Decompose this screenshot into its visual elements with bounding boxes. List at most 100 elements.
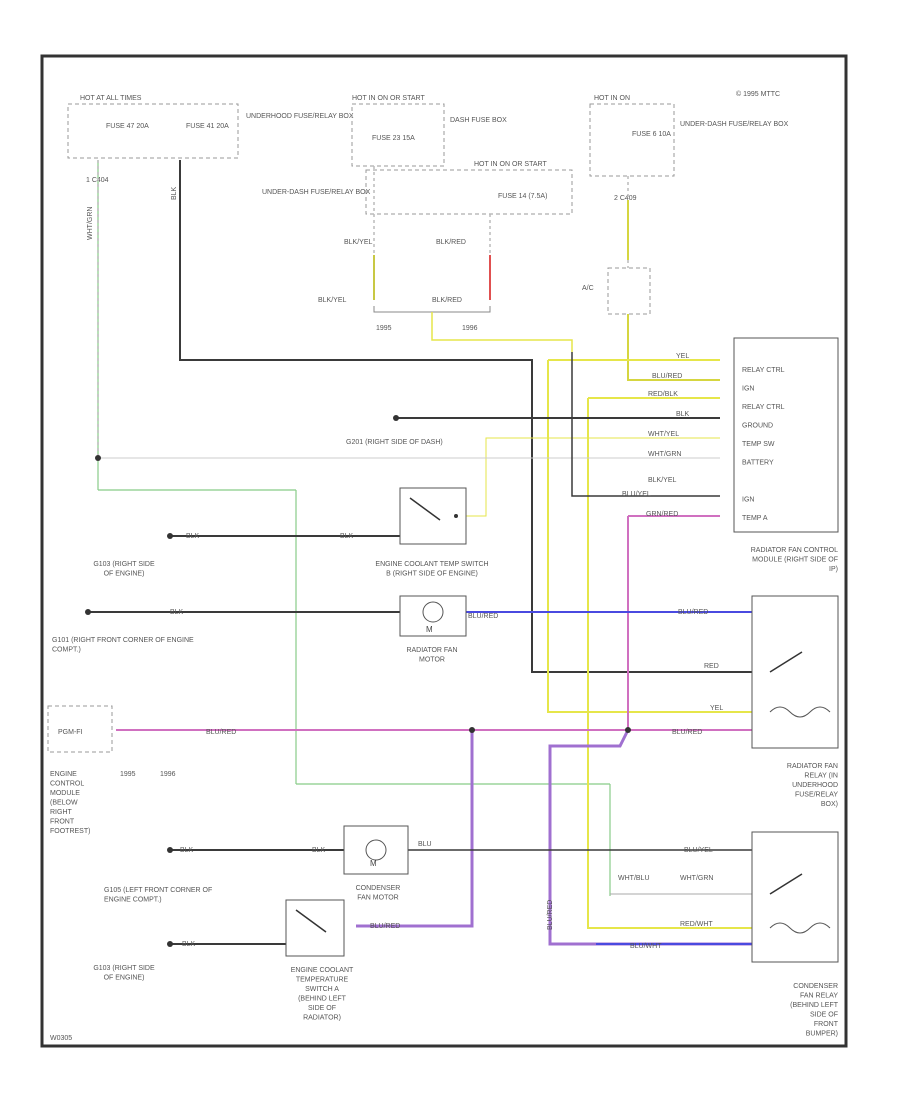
year-split bbox=[373, 306, 491, 313]
wire-label-yel: YEL bbox=[676, 353, 689, 360]
dash-fuse-box-label: DASH FUSE BOX bbox=[450, 117, 507, 124]
wire-label-blk-7: BLK bbox=[312, 847, 326, 854]
ecm-pgm-label: PGM-FI bbox=[58, 729, 83, 736]
wire-label-yel-2: YEL bbox=[710, 705, 723, 712]
fuse-41-label: FUSE 41 20A bbox=[186, 123, 229, 130]
year-1996-label: 1996 bbox=[462, 325, 478, 332]
wire-label-blk-red: BLK/RED bbox=[436, 239, 466, 246]
radiator-fan-control-module bbox=[733, 337, 839, 533]
wire-label-blu-red-2: BLU/RED bbox=[468, 613, 498, 620]
wire-label-blk-5: BLK bbox=[170, 609, 184, 616]
module-pin-label: BATTERY bbox=[742, 460, 774, 467]
wire-label-blu-red-6: BLU/RED bbox=[370, 923, 400, 930]
wire-label-wht-grn-3: WHT/GRN bbox=[680, 875, 713, 882]
wire-label-blk-red-2: BLK/RED bbox=[432, 297, 462, 304]
yel-down bbox=[547, 360, 752, 713]
hot-in-on-label: HOT IN ON bbox=[594, 95, 630, 102]
hot-run-start-label: HOT IN ON OR START bbox=[352, 95, 425, 102]
wire-label-blk-3: BLK bbox=[340, 533, 354, 540]
label-g201: G201 (RIGHT SIDE OF DASH) bbox=[346, 439, 443, 446]
fuse-23-label: FUSE 23 15A bbox=[372, 135, 415, 142]
ac-label: A/C bbox=[582, 285, 594, 292]
fuse-14-label: FUSE 14 (7.5A) bbox=[498, 193, 547, 200]
ac-switch-box: A/C bbox=[582, 267, 651, 315]
hot-at-all-times-label: HOT AT ALL TIMES bbox=[80, 95, 142, 102]
underhood-fuse-box-label: UNDERHOOD FUSE/RELAY BOX bbox=[246, 113, 354, 120]
wire-label-blk-yel-3: BLK/YEL bbox=[648, 477, 677, 484]
fuse-47-label: FUSE 47 20A bbox=[106, 123, 149, 130]
wire-label-blu-yel-2: BLU/YEL bbox=[684, 847, 713, 854]
radiator-fan-relay bbox=[751, 595, 839, 749]
wire-label-wht-grn-2: WHT/GRN bbox=[648, 451, 681, 458]
cond-motor-m-label: M bbox=[370, 859, 377, 868]
hot-run-start2-label: HOT IN ON OR START bbox=[474, 161, 547, 168]
yel-cond bbox=[587, 398, 752, 929]
component-labels: G201 (RIGHT SIDE OF DASH) ENGINE COOLANT … bbox=[50, 439, 839, 1038]
wire-label-blu-red: BLU/RED bbox=[652, 373, 682, 380]
wire-label-wht-grn: WHT/GRN bbox=[87, 207, 94, 240]
copyright-label: © 1995 MTTC bbox=[736, 90, 780, 98]
wire-label-blk-6: BLK bbox=[180, 847, 194, 854]
wire-label-red: RED bbox=[704, 663, 719, 670]
motor-m-label: M bbox=[426, 625, 433, 634]
ecm-1995-label: 1995 bbox=[120, 771, 136, 778]
purple-to-ect-a bbox=[356, 730, 474, 928]
module-pin-label: TEMP SW bbox=[742, 441, 775, 448]
ect-switch-b bbox=[399, 487, 467, 545]
wire-label-blu-red-3: BLU/RED bbox=[678, 609, 708, 616]
right-underdash-box-label: UNDER-DASH FUSE/RELAY BOX bbox=[680, 121, 789, 128]
underdash-fuse-box-label: UNDER-DASH FUSE/RELAY BOX bbox=[262, 189, 371, 196]
wire-label-blu-red-7: BLU/RED bbox=[547, 900, 554, 930]
year-1995-label: 1995 bbox=[376, 325, 392, 332]
diagram-frame bbox=[40, 54, 848, 1048]
left-fuse-box: HOT AT ALL TIMES FUSE 47 20A FUSE 41 20A… bbox=[67, 95, 354, 184]
wire-label-blk-4: BLK bbox=[186, 533, 200, 540]
ground-symbols bbox=[85, 415, 631, 947]
ac-to-module bbox=[627, 314, 720, 381]
wire-label-blu-yel: BLU/YEL bbox=[622, 491, 651, 498]
fuse-6-label: FUSE 6 10A bbox=[632, 131, 671, 138]
purple-to-cond-relay bbox=[548, 729, 752, 946]
module-pin-label: IGN bbox=[742, 386, 754, 393]
module-pin-label: RELAY CTRL bbox=[742, 367, 785, 374]
diagram-code: W0305 bbox=[50, 1035, 72, 1042]
blk-yel-ign bbox=[571, 352, 720, 497]
wire-label-blk-yel: BLK/YEL bbox=[344, 239, 373, 246]
wire-label-wht-blu: WHT/BLU bbox=[618, 875, 650, 882]
ect-switch-a bbox=[285, 899, 345, 957]
blk-feed-wire bbox=[179, 160, 752, 673]
module-pin-label: TEMP A bbox=[742, 515, 768, 522]
wire-label-red-wht: RED/WHT bbox=[680, 921, 713, 928]
wire-label-blk-8: BLK bbox=[182, 941, 196, 948]
wire-label-blk: BLK bbox=[171, 186, 178, 200]
wire-label-blu: BLU bbox=[418, 841, 432, 848]
wht-yel-temp bbox=[466, 437, 720, 517]
ecm-1996-label: 1996 bbox=[160, 771, 176, 778]
dash-fuse-box: HOT IN ON OR START FUSE 23 15A DASH FUSE… bbox=[351, 95, 507, 167]
wire-label-blu-red-5: BLU/RED bbox=[206, 729, 236, 736]
wire-label-red-blk: RED/BLK bbox=[648, 391, 678, 398]
module-pin-label: IGN bbox=[742, 497, 754, 504]
yel-split bbox=[431, 312, 573, 352]
wht-grn-wire bbox=[97, 160, 611, 896]
condenser-fan-relay bbox=[751, 831, 839, 963]
module-pin-label: RELAY CTRL bbox=[742, 404, 785, 411]
wire-label-blu-wht: BLU/WHT bbox=[630, 943, 662, 950]
wire-label-wht-yel: WHT/YEL bbox=[648, 431, 679, 438]
ecm-box: PGM-FI bbox=[47, 705, 113, 753]
wire-label-blk-2: BLK bbox=[676, 411, 690, 418]
